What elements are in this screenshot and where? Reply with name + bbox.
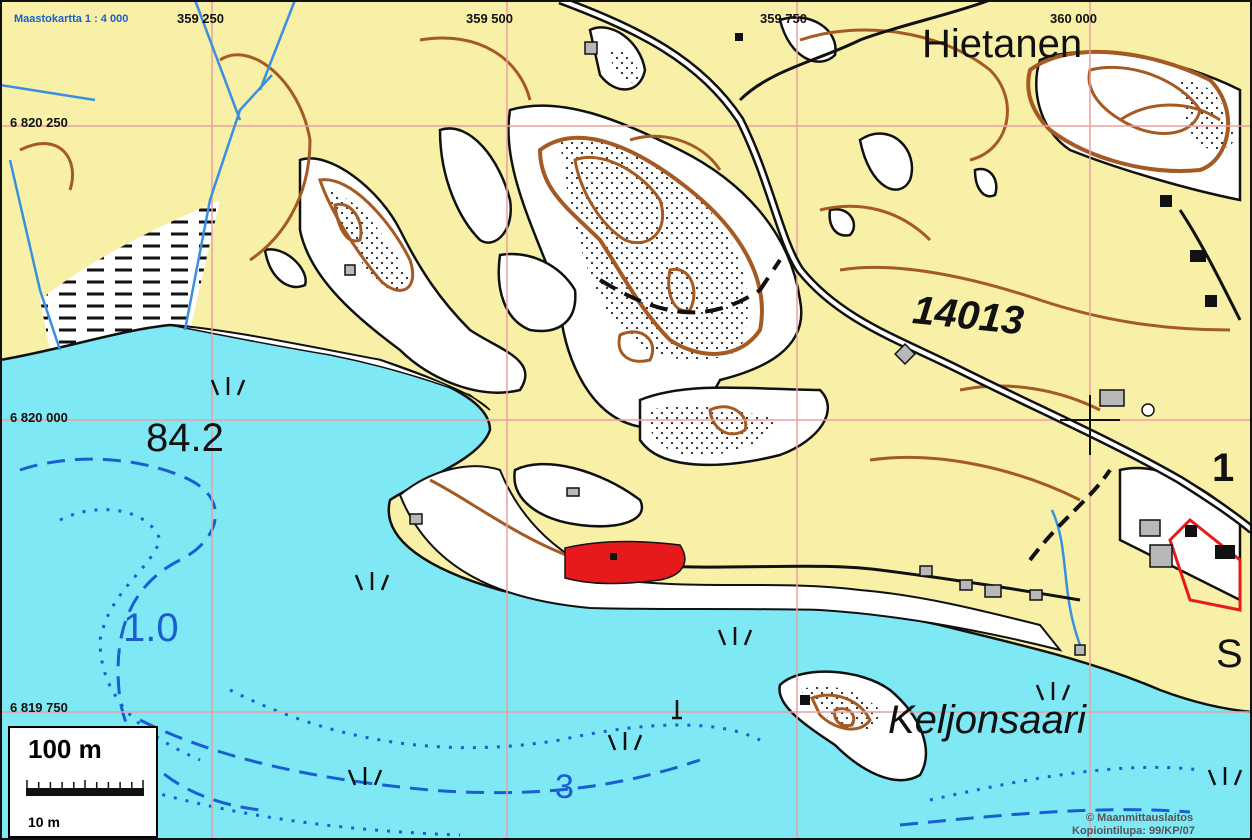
depth-label-2: 3: [555, 768, 574, 806]
scale-main-label: 100 m: [28, 734, 102, 764]
elevation-contours: [19, 28, 1231, 731]
highlighted-property[interactable]: [564, 540, 686, 585]
buildings: [344, 41, 1173, 656]
scale-bar-graphic: [26, 780, 144, 796]
northing-label-3: 6 819 750: [10, 700, 68, 715]
reed-symbols: [210, 377, 1243, 786]
permit-text: Kopiointilupa: 99/KP/07: [1072, 825, 1195, 837]
easting-label-2: 359 500: [466, 11, 513, 26]
edge-glyph-2: S: [1216, 632, 1243, 676]
island-name: Keljonsaari: [888, 698, 1086, 742]
scale-bar-legend: 100 m 10 m: [8, 726, 158, 838]
roads: [558, 0, 1252, 602]
easting-label-4: 360 000: [1050, 11, 1097, 26]
northing-label-2: 6 820 000: [10, 410, 68, 425]
depth-label-1: 1.0: [123, 606, 179, 650]
copyright-text: © Maanmittauslaitos: [1086, 812, 1194, 824]
water-elevation: 84.2: [146, 416, 224, 460]
streams: [0, 0, 1082, 646]
shore-strip: [169, 324, 491, 411]
village-name: Hietanen: [922, 22, 1083, 66]
map-scale-header: Maastokartta 1 : 4 000: [14, 13, 129, 25]
easting-label-1: 359 250: [177, 11, 224, 26]
northing-label-1: 6 820 250: [10, 115, 68, 130]
easting-label-3: 359 750: [760, 11, 807, 26]
edge-glyph-1: 1: [1212, 446, 1235, 490]
scale-minor-label: 10 m: [28, 814, 60, 830]
road-number: 14013: [910, 288, 1026, 344]
